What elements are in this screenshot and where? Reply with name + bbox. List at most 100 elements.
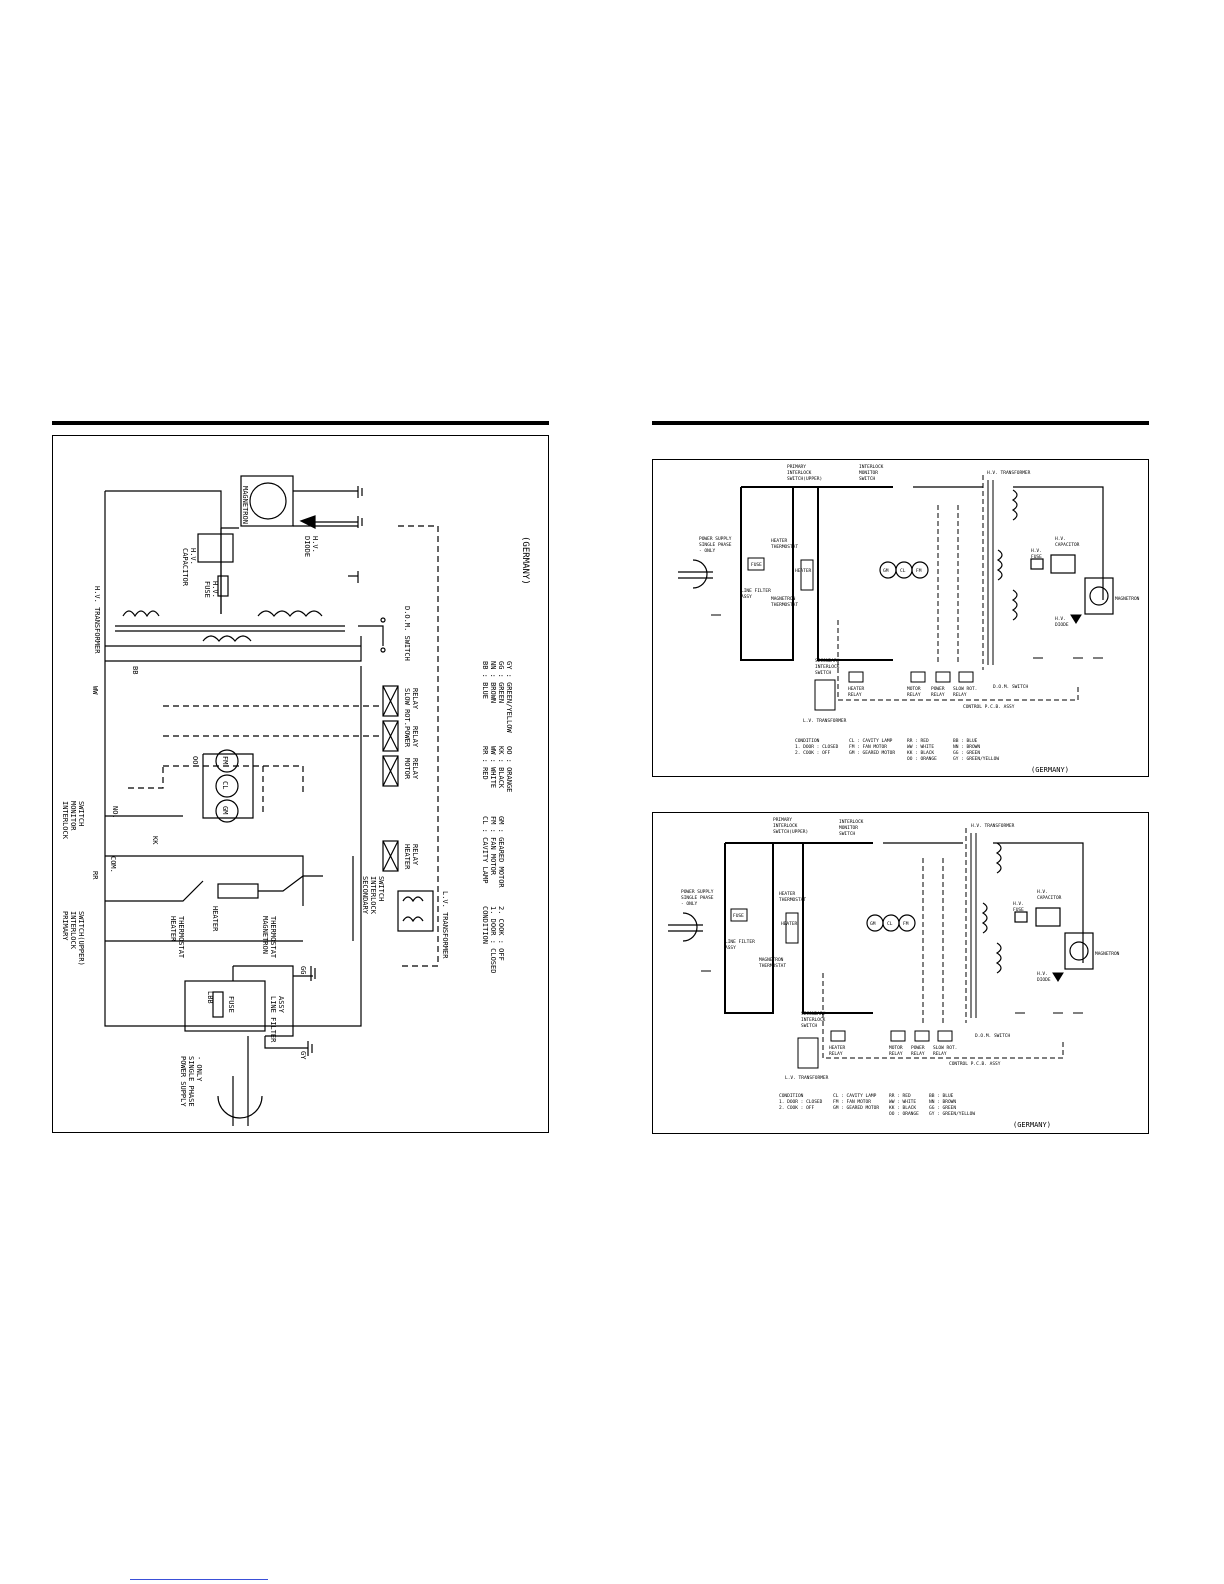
heater-thermostat-label-1: HEATER (771, 538, 788, 544)
control-pcb-label: CONTROL P.C.B. ASSY (963, 704, 1015, 710)
power-relay-label-2: RELAY (411, 726, 419, 748)
power-relay-label-1: POWER (403, 726, 411, 748)
line-filter-label-2: ASSY (741, 594, 752, 600)
heater-relay-label-1: HEATER (829, 1045, 846, 1051)
legend-color-red: RR : RED (481, 746, 489, 780)
fuse-label: FUSE (733, 913, 744, 919)
power-relay-label-1: POWER (911, 1045, 925, 1051)
legend-motor-1: CL : CAVITY LAMP (833, 1093, 877, 1099)
hv-diode-label-2: DIODE (1055, 622, 1069, 628)
heater-label: HEATER (211, 906, 219, 932)
magnetron-label: MAGNETRON (241, 486, 249, 524)
slow-rot-relay-label-1: SLOW ROT. (403, 688, 411, 726)
legend-motor-3: GM : GEARED MOTOR (833, 1105, 879, 1111)
motor-cl-label: CL (900, 568, 906, 574)
hv-capacitor-label-1: H.V. (1037, 889, 1048, 895)
legend-color-brown: NN : BROWN (929, 1099, 956, 1105)
right-bottom-schematic: PRIMARY INTERLOCK SWITCH(UPPER) INTERLOC… (668, 817, 1120, 1129)
heater-relay-label-1: HEATER (848, 686, 865, 692)
power-relay-label-1: POWER (931, 686, 945, 692)
primary-interlock-label-1: PRIMARY (61, 911, 69, 941)
secondary-interlock-label-1: SECONDARY (361, 876, 369, 915)
dom-switch-label: D.O.M. SWITCH (403, 606, 411, 661)
wire-code: WW (91, 686, 99, 695)
motor-gm-label: GM (870, 921, 876, 927)
line-filter-label-1: LINE FILTER (741, 588, 771, 594)
hv-fuse-label-1: H.V. (211, 581, 219, 598)
hv-diode-label-1: H.V. (311, 536, 319, 553)
motor-fm-label: FM (903, 921, 909, 927)
legend-color-green: GG : GREEN (929, 1105, 956, 1111)
legend-motor-3: GM : GEARED MOTOR (497, 816, 505, 888)
fuse-label: FUSE (751, 562, 762, 568)
legend-condition-1: CONDITION (481, 906, 489, 944)
hv-capacitor-label-2: CAPACITOR (181, 548, 189, 587)
wire-code: NO. (111, 806, 119, 819)
motor-relay-label-1: MOTOR (889, 1045, 903, 1051)
power-supply-label-1: POWER SUPPLY (699, 536, 732, 542)
interlock-monitor-label-2: MONITOR (859, 470, 878, 476)
motor-relay-label-2: RELAY (889, 1051, 903, 1057)
motor-gm-label: GM (883, 568, 889, 574)
legend-color-orange: OO : ORANGE (907, 756, 937, 762)
legend-color-red: RR : RED (889, 1093, 911, 1099)
legend-color-orange: OO : ORANGE (889, 1111, 919, 1117)
primary-interlock-label-2: INTERLOCK (69, 911, 77, 950)
legend-color-black: KK : BLACK (907, 750, 934, 756)
legend-motor-3: GM : GEARED MOTOR (849, 750, 895, 756)
motor-cl-label: CL (887, 921, 893, 927)
legend-color-blue: BB : BLUE (481, 661, 489, 699)
legend-condition-3: 2. COOK : OFF (795, 750, 831, 756)
heater-thermostat-label-2: THERMOSTAT (779, 897, 806, 903)
left-schematic: MAGNETRON H.V. CAPACITOR H.V. DIODE H.V.… (61, 475, 530, 1126)
slow-rot-relay-label-2: RELAY (411, 688, 419, 710)
secondary-interlock-label-3: SWITCH (377, 876, 385, 901)
region-tag: (GERMANY) (520, 536, 530, 585)
power-relay-label-2: RELAY (931, 692, 945, 698)
heater-thermostat-label-1: HEATER (169, 916, 177, 942)
interlock-monitor-label-2: MONITOR (69, 801, 77, 831)
motor-fm-label: FM (916, 568, 922, 574)
legend-color-blue: BB : BLUE (929, 1093, 954, 1099)
hv-capacitor-label-2: CAPACITOR (1055, 542, 1080, 548)
hv-transformer-label: H.V. TRANSFORMER (93, 586, 101, 654)
hv-diode-label-1: H.V. (1037, 971, 1048, 977)
legend-condition-2: 1. DOOR : CLOSED (779, 1099, 823, 1105)
heater-thermostat-label-2: THERMOSTAT (177, 916, 185, 959)
legend-color-blue: BB : BLUE (953, 738, 978, 744)
heater-relay-label-2: RELAY (829, 1051, 843, 1057)
magnetron-label: MAGNETRON (1095, 951, 1120, 957)
heater-thermostat-label-2: THERMOSTAT (771, 544, 798, 550)
hv-diode-label-2: DIODE (1037, 977, 1051, 983)
power-supply-label-3: - ONLY (699, 548, 716, 554)
region-tag: (GERMANY) (1031, 766, 1069, 774)
hv-diode-label-1: H.V. (1055, 616, 1066, 622)
left-header-rule (52, 421, 549, 425)
legend-color-white: WW : WHITE (889, 1099, 916, 1105)
power-supply-label-2: SINGLE PHASE (699, 542, 732, 548)
heater-label: HEATER (795, 568, 812, 574)
heater-label: HEATER (781, 921, 798, 927)
footer-link-underline[interactable] (130, 1579, 268, 1580)
line-filter-label-1: LINE FILTER (269, 996, 277, 1043)
magnetron-thermostat-label-2: THERMOSTAT (759, 963, 786, 969)
legend-motor-2: FM : FAN MOTOR (833, 1099, 871, 1105)
primary-interlock-label-3: SWITCH(UPPER) (77, 911, 85, 966)
wire-code: BB (131, 666, 139, 674)
motor-cl-label: CL (221, 781, 229, 789)
dom-switch-label: D.O.M. SWITCH (993, 684, 1029, 690)
legend-color-black: KK : BLACK (889, 1105, 916, 1111)
control-pcb-label: CONTROL P.C.B. ASSY (949, 1061, 1001, 1067)
hv-fuse-label-2: FUSE (1031, 554, 1042, 560)
right-top-schematic-frame: PRIMARY INTERLOCK SWITCH(UPPER) INTERLOC… (652, 459, 1149, 777)
wire-code: RR (91, 871, 99, 880)
motor-relay-label-2: RELAY (907, 692, 921, 698)
primary-interlock-label-2: INTERLOCK (787, 470, 812, 476)
secondary-interlock-label-1: SECONDARY (801, 1011, 826, 1017)
magnetron-thermostat-label-1: MAGNETRON (759, 957, 784, 963)
slow-rot-relay-label-2: RELAY (953, 692, 967, 698)
secondary-interlock-label-3: SWITCH (801, 1023, 818, 1029)
legend-color-green: GG : GREEN (497, 661, 505, 703)
legend-color-brown: NN : BROWN (953, 744, 980, 750)
power-supply-label-2: SINGLE PHASE (187, 1056, 195, 1107)
